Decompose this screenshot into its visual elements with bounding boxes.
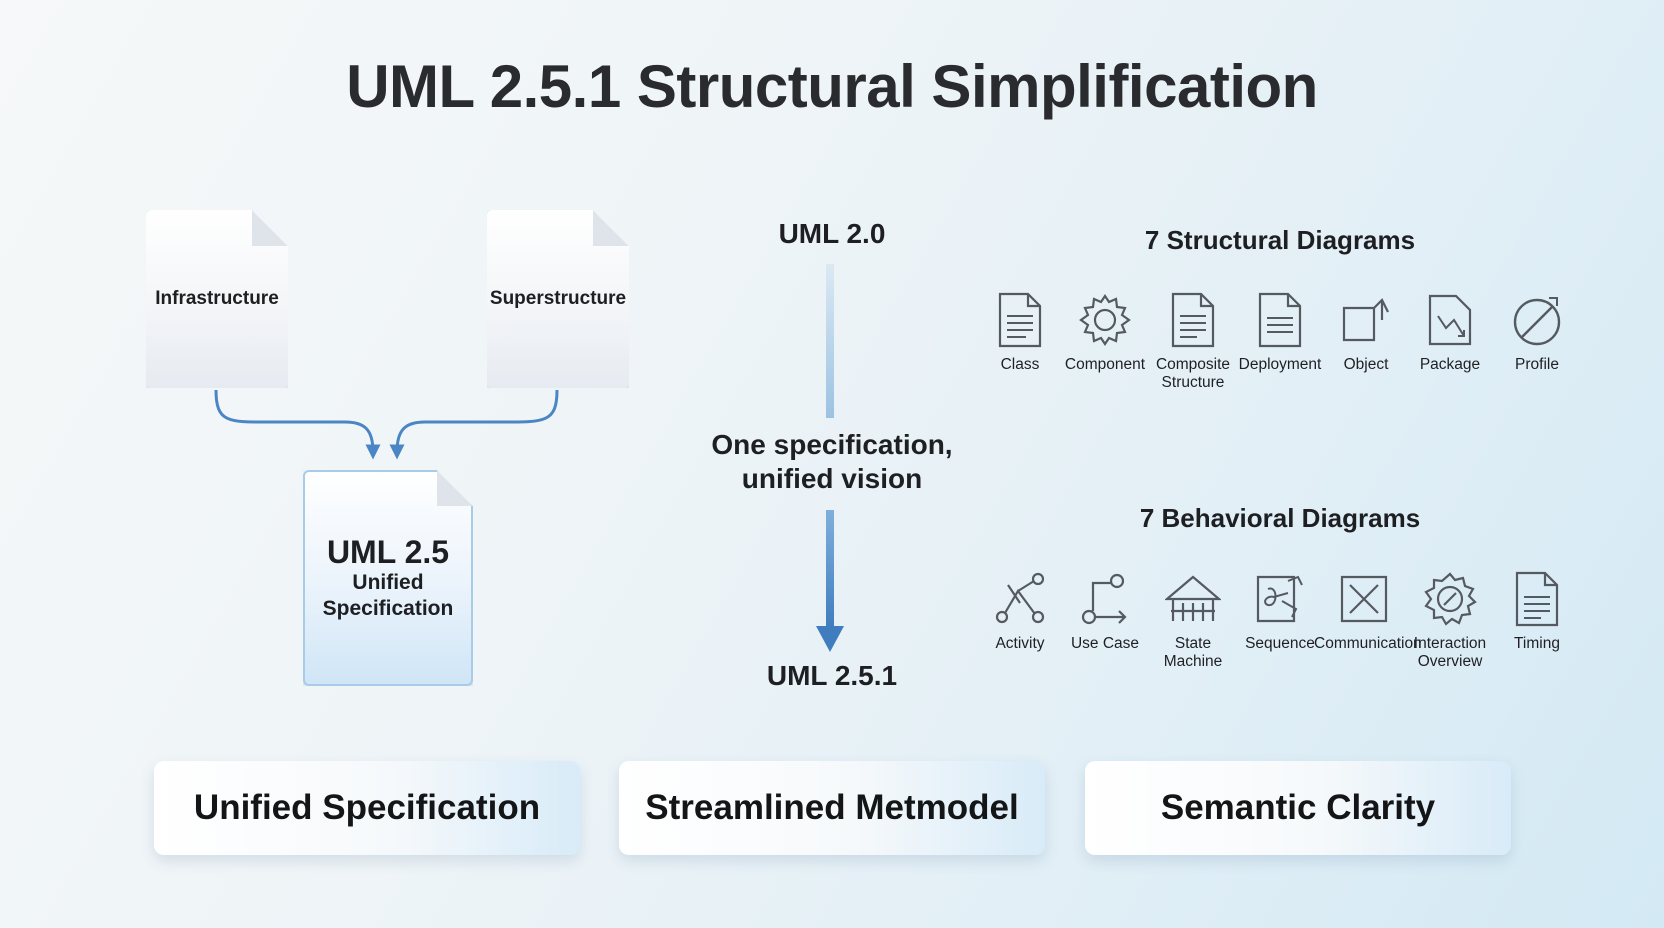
composite-doc-icon: [1171, 292, 1215, 348]
behavioral-item-sequence: Sequence: [1230, 571, 1330, 653]
profile-icon: [1513, 297, 1561, 346]
behavioral-heading: 7 Behavioral Diagrams: [1139, 503, 1421, 533]
behavioral-item-communication: Communication: [1314, 571, 1422, 653]
sequence-icon: [1256, 575, 1303, 623]
behavioral-label: Communication: [1314, 635, 1422, 652]
structural-label: Class: [1000, 356, 1040, 373]
uml25-subtitle-2: Specification: [322, 597, 454, 620]
behavioral-item-use-case: Use Case: [1055, 571, 1155, 653]
merge-arrow-left: [214, 389, 381, 460]
behavioral-item-timing: Timing: [1487, 571, 1587, 653]
timeline-line-bottom: [826, 510, 834, 628]
deployment-doc-icon: [1258, 292, 1302, 348]
behavioral-label: Use Case: [1070, 635, 1140, 652]
structural-label: Package: [1419, 356, 1481, 373]
structural-label: Component: [1064, 356, 1146, 373]
state-machine-icon: [1165, 575, 1221, 621]
timing-icon: [1515, 571, 1559, 627]
timeline-tagline: One specification, unified vision: [672, 428, 992, 496]
use-case-icon: [1081, 573, 1127, 625]
interaction-overview-icon: [1424, 572, 1477, 626]
structural-item-object: Object: [1316, 292, 1416, 374]
benefit-streamlined-metamodel: Streamlined Metmodel: [619, 761, 1045, 855]
structural-label: Deployment: [1238, 356, 1322, 373]
structural-label: Profile: [1515, 356, 1559, 373]
behavioral-label: State: [1174, 635, 1212, 652]
tagline-line-1: One specification,: [711, 429, 953, 460]
uml25-document: UML 2.5 Unified Specification: [303, 470, 473, 686]
superstructure-document: Superstructure: [487, 210, 629, 388]
structural-label: Object: [1343, 356, 1389, 373]
behavioral-label: Timing: [1514, 635, 1560, 652]
infrastructure-label: Infrastructure: [155, 288, 279, 309]
uml25-title: UML 2.5: [326, 534, 450, 570]
behavioral-label: Overview: [1417, 653, 1483, 670]
benefit-semantic-clarity: Semantic Clarity: [1085, 761, 1511, 855]
timeline-arrowhead: [816, 626, 844, 652]
benefit-unified-specification: Unified Specification: [154, 761, 580, 855]
behavioral-label: Sequence: [1245, 635, 1315, 652]
class-doc-icon: [998, 292, 1042, 348]
page-title: UML 2.5.1 Structural Simplification: [346, 53, 1318, 120]
behavioral-item-activity: Activity: [970, 571, 1070, 653]
structural-item-deployment: Deployment: [1230, 292, 1330, 374]
structural-item-profile: Profile: [1487, 292, 1587, 374]
timeline-to: UML 2.5.1: [766, 660, 898, 691]
behavioral-label: Machine: [1163, 653, 1223, 670]
package-icon: [1428, 294, 1472, 346]
communication-icon: [1340, 575, 1388, 623]
tagline-line-2: unified vision: [741, 463, 923, 494]
structural-item-component: Component: [1055, 292, 1155, 374]
structural-item-class: Class: [970, 292, 1070, 374]
structural-label: Structure: [1161, 374, 1225, 391]
gear-icon: [1079, 294, 1131, 346]
superstructure-label: Superstructure: [489, 288, 627, 309]
object-icon: [1342, 298, 1389, 342]
structural-label: Composite: [1155, 356, 1231, 373]
behavioral-label: Interaction: [1413, 635, 1487, 652]
timeline-line-top: [826, 264, 834, 418]
structural-heading: 7 Structural Diagrams: [1144, 225, 1416, 255]
infrastructure-document: Infrastructure: [146, 210, 288, 388]
timeline-from: UML 2.0: [778, 218, 886, 249]
structural-item-package: Package: [1400, 292, 1500, 374]
uml25-subtitle-1: Unified: [352, 571, 424, 594]
merge-arrow-right: [389, 389, 559, 460]
behavioral-label: Activity: [995, 635, 1045, 652]
activity-icon: [995, 572, 1045, 624]
